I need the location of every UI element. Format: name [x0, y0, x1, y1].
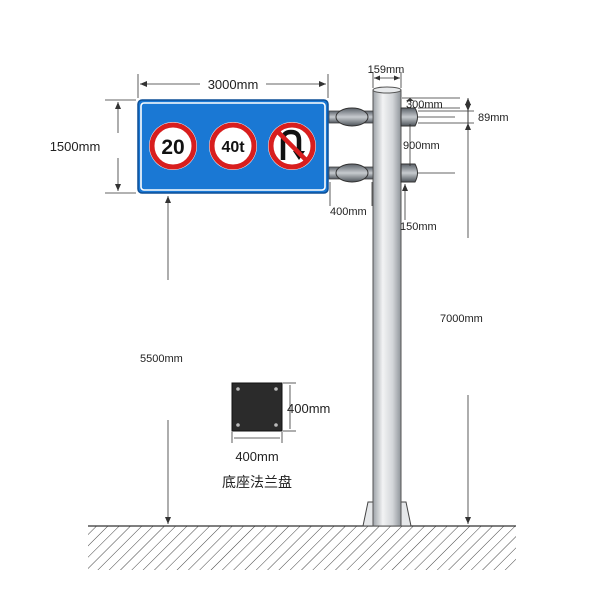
no-u-turn-sign — [268, 122, 316, 170]
base-flange-plate — [231, 382, 283, 432]
sign-height-dimension: 1500mm — [50, 99, 136, 194]
flange-caption: 底座法兰盘 — [222, 474, 292, 491]
lower-offset-dimension: 150mm — [400, 184, 437, 233]
weight-limit-value: 40t — [221, 139, 245, 156]
arm-length-label: 400mm — [330, 206, 367, 218]
top-offset-dimension: 300mm — [402, 97, 460, 111]
sign-width-dimension: 3000mm — [137, 74, 329, 98]
mounting-arm-lower — [328, 163, 418, 183]
pole-diameter-label: 159mm — [368, 64, 405, 76]
ground — [88, 525, 516, 570]
lower-offset-label: 150mm — [400, 221, 437, 233]
top-offset-label: 300mm — [406, 99, 443, 111]
pole-diameter-dimension: 159mm — [368, 64, 405, 88]
sign-width-label: 3000mm — [208, 77, 259, 92]
pole — [362, 86, 412, 527]
flange-width-label: 400mm — [235, 449, 278, 464]
mounting-arm-upper — [328, 107, 418, 127]
weight-limit-sign: 40t — [209, 122, 257, 170]
flange-height-dimension: 400mm — [283, 382, 330, 432]
clearance-label: 5500mm — [140, 353, 183, 365]
flange-height-label: 400mm — [287, 401, 330, 416]
flange-width-dimension: 400mm — [231, 432, 283, 464]
sign-height-label: 1500mm — [50, 139, 101, 154]
speed-limit-value: 20 — [161, 136, 184, 159]
pole-height-dimension: 7000mm — [440, 98, 483, 524]
arm-diameter-label: 89mm — [478, 112, 509, 124]
arm-length-dimension: 400mm — [329, 182, 373, 218]
sign-board: 20 40t — [137, 99, 329, 194]
arm-spacing-label: 900mm — [403, 140, 440, 152]
speed-limit-sign: 20 — [149, 122, 197, 170]
clearance-dimension: 5500mm — [140, 196, 183, 524]
arm-spacing-dimension: 900mm — [403, 116, 455, 174]
pole-height-label: 7000mm — [440, 313, 483, 325]
